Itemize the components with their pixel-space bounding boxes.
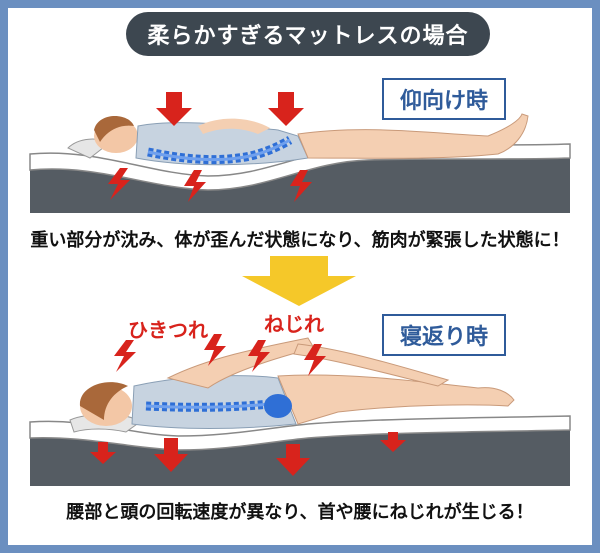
- supine-tag: 仰向け時: [382, 78, 506, 120]
- top-down-arrows: [156, 92, 304, 126]
- bottom-down-arrows: [90, 432, 406, 476]
- turning-tag: 寝返り時: [382, 314, 506, 356]
- top-person: [67, 113, 529, 166]
- bottom-pain-bolts: [114, 334, 326, 376]
- infographic-frame: 柔らかすぎるマットレスの場合 仰向け時 重い部分が沈み、体が歪んだ状態になり、筋…: [8, 8, 592, 545]
- page-title: 柔らかすぎるマットレスの場合: [126, 12, 490, 56]
- supine-caption: 重い部分が沈み、体が歪んだ状態になり、筋肉が緊張した状態に！: [30, 230, 570, 251]
- illustration-canvas: [29, 92, 571, 486]
- transition-arrow: [242, 256, 356, 306]
- top-pain-bolts: [108, 168, 312, 202]
- nejire-label: ねじれ: [264, 312, 324, 336]
- hikitsure-label: ひきつれ: [128, 318, 208, 342]
- turning-caption: 腰部と頭の回転速度が異なり、首や腰にねじれが生じる！: [66, 502, 534, 523]
- bottom-person: [69, 337, 515, 433]
